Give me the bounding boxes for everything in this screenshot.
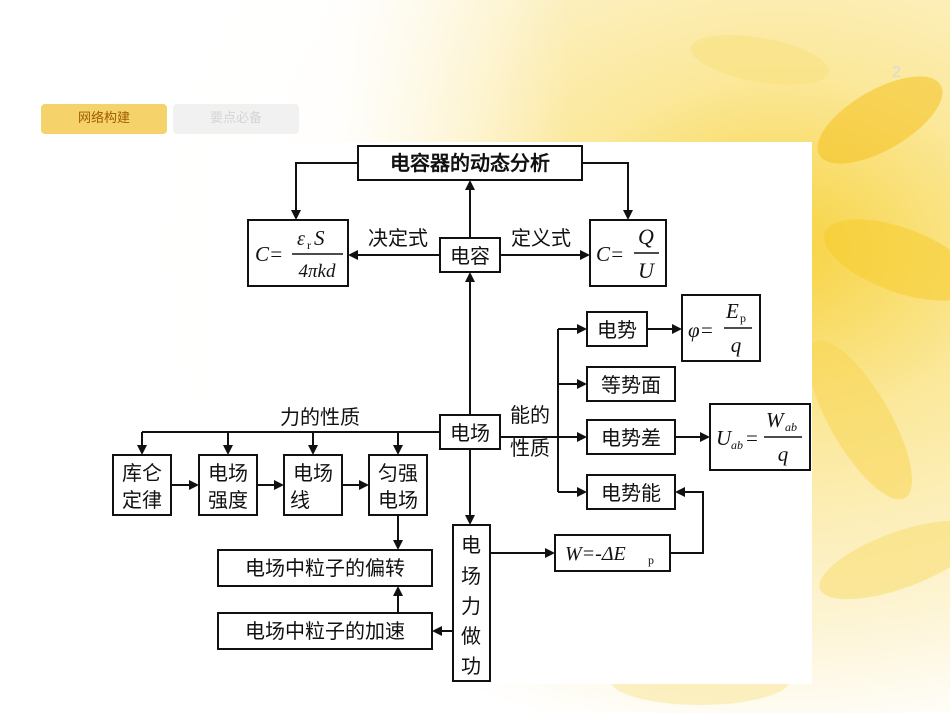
- formula-work: W=-ΔE p: [565, 543, 654, 567]
- svg-text:p: p: [740, 311, 746, 325]
- label-energy-property-2: 性质: [510, 436, 550, 460]
- arrow-top-to-decisive: [291, 162, 358, 220]
- arrow-formula-to-potential-energy: [670, 487, 704, 554]
- label-potential-energy: 电势能: [601, 481, 661, 505]
- svg-text:q: q: [731, 333, 742, 357]
- svg-text:p: p: [648, 553, 654, 567]
- box-potential-formula: [681, 294, 761, 362]
- label-field-line-1: 电场: [293, 461, 333, 485]
- label-field-line-2: 线: [290, 488, 310, 512]
- label-deflection: 电场中粒子的偏转: [245, 556, 405, 580]
- label-energy-property-1: 能的: [510, 403, 550, 427]
- label-field-strength-1: 电场: [208, 461, 248, 485]
- label-force-property: 力的性质: [280, 405, 360, 429]
- svg-text:ab: ab: [731, 438, 743, 452]
- box-voltage-formula: [709, 403, 811, 471]
- box-equipotential: [586, 366, 676, 402]
- svg-text:U: U: [716, 426, 733, 450]
- work-char-1: 电: [461, 533, 481, 557]
- svg-text:Q: Q: [638, 224, 654, 249]
- label-field-strength-2: 强度: [208, 488, 248, 512]
- work-char-3: 力: [461, 594, 481, 618]
- label-uniform-field-2: 电场: [378, 488, 418, 512]
- label-potential: 电势: [597, 318, 637, 342]
- svg-text:W: W: [766, 408, 786, 432]
- svg-text:=: =: [746, 426, 758, 450]
- label-electric-field: 电场: [450, 421, 490, 445]
- label-coulomb-1: 库仑: [122, 461, 162, 485]
- work-char-4: 做: [461, 624, 481, 648]
- svg-text:C=: C=: [596, 242, 624, 266]
- box-deflection: [217, 549, 433, 587]
- box-definition-formula: [589, 219, 667, 287]
- svg-text:C=: C=: [255, 242, 283, 266]
- label-field-work: 电 场 力 做 功: [461, 533, 481, 678]
- diagram-panel: [215, 142, 812, 684]
- label-definition: 定义式: [511, 226, 571, 250]
- formula-voltage: U ab = W ab q: [716, 408, 802, 466]
- label-acceleration: 电场中粒子的加速: [245, 619, 405, 643]
- page-number: 2: [892, 64, 901, 81]
- label-capacitor-dynamic: 电容器的动态分析: [390, 151, 550, 175]
- diagram-panel-left: [110, 395, 220, 520]
- work-char-2: 场: [461, 564, 481, 588]
- svg-text:4πkd: 4πkd: [299, 261, 336, 282]
- svg-text:r: r: [307, 238, 311, 252]
- svg-text:q: q: [778, 442, 789, 466]
- label-capacitance: 电容: [450, 244, 490, 268]
- label-coulomb-2: 定律: [122, 488, 162, 512]
- box-field-work: [452, 524, 491, 682]
- formula-definition: C= Q U: [596, 224, 659, 283]
- arrow-top-to-definition: [582, 162, 633, 220]
- svg-text:U: U: [638, 258, 656, 283]
- work-char-5: 功: [461, 654, 481, 678]
- svg-text:S: S: [314, 226, 325, 250]
- svg-text:E: E: [725, 299, 739, 323]
- label-uniform-field-1: 匀强: [378, 461, 418, 485]
- tab-key-points[interactable]: 要点必备: [173, 104, 299, 134]
- label-equipotential: 等势面: [601, 373, 661, 397]
- svg-text:ab: ab: [785, 420, 797, 434]
- label-potential-difference: 电势差: [601, 426, 661, 450]
- formula-potential: φ= E p q: [688, 299, 752, 357]
- tab-network-construction[interactable]: 网络构建: [41, 104, 167, 134]
- svg-text:W=-ΔE: W=-ΔE: [565, 543, 626, 565]
- svg-text:ε: ε: [297, 228, 305, 250]
- svg-text:φ=: φ=: [688, 318, 714, 342]
- formula-decisive: C= ε r S 4πkd: [255, 226, 343, 282]
- label-decision: 决定式: [368, 226, 428, 250]
